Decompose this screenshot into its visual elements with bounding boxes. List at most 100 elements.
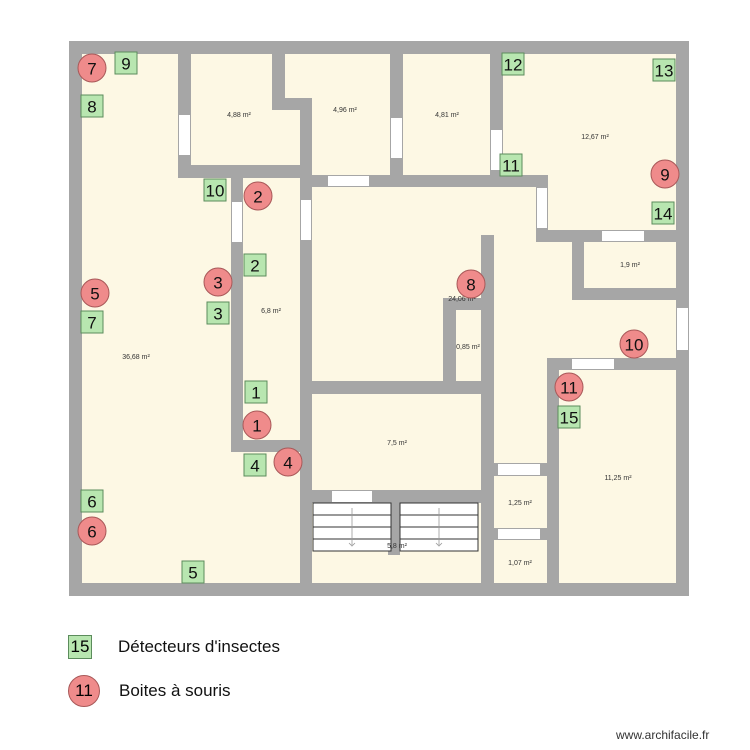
insect-detector-marker[interactable]: 14: [651, 201, 675, 225]
door: [391, 118, 402, 158]
mouse-box-marker[interactable]: 4: [273, 447, 303, 477]
wall: [69, 583, 689, 596]
room-area-label: 36,68 m²: [122, 354, 150, 361]
door: [677, 308, 688, 350]
svg-text:4: 4: [283, 454, 292, 473]
mouse-box-marker[interactable]: 1: [242, 410, 272, 440]
room-area-label: 5,8 m²: [387, 543, 408, 550]
door: [498, 529, 540, 539]
staircase: [399, 502, 479, 552]
legend-mouse-boxes: 11 Boites à souris: [68, 675, 231, 707]
wall: [443, 298, 481, 310]
svg-text:11: 11: [560, 379, 578, 398]
svg-text:7: 7: [87, 314, 96, 333]
room-area-label: 0,85 m²: [456, 344, 480, 351]
wall: [231, 440, 312, 452]
wall: [300, 490, 494, 503]
room-area-label: 11,25 m²: [604, 475, 632, 482]
svg-text:2: 2: [253, 188, 262, 207]
doors: [179, 115, 688, 539]
svg-text:5: 5: [188, 564, 197, 583]
svg-text:6: 6: [87, 493, 96, 512]
room-area-label: 4,81 m²: [435, 112, 459, 119]
wall: [547, 358, 559, 583]
wall: [443, 298, 456, 394]
svg-text:2: 2: [250, 257, 259, 276]
mouse-box-marker[interactable]: 10: [619, 329, 649, 359]
door: [498, 464, 540, 475]
svg-text:12: 12: [504, 56, 523, 75]
door: [232, 202, 242, 242]
door: [332, 491, 372, 502]
svg-text:6: 6: [87, 523, 96, 542]
door: [179, 115, 190, 155]
wall: [300, 98, 312, 186]
wall: [69, 41, 82, 596]
door: [301, 200, 311, 240]
wall: [572, 288, 676, 300]
wall: [272, 54, 285, 108]
room-area-label: 24,06 m²: [448, 296, 476, 303]
svg-text:9: 9: [660, 166, 669, 185]
wall: [69, 41, 689, 54]
mouse-box-marker[interactable]: 8: [456, 269, 486, 299]
insect-detector-marker[interactable]: 10: [203, 178, 227, 202]
door: [328, 176, 369, 186]
svg-text:3: 3: [213, 305, 222, 324]
door: [572, 359, 614, 369]
svg-text:10: 10: [206, 182, 225, 201]
room-area-label: 6,8 m²: [261, 308, 282, 315]
svg-text:8: 8: [466, 276, 475, 295]
detector-legend-label: Détecteurs d'insectes: [118, 637, 280, 656]
svg-text:15: 15: [560, 409, 579, 428]
door: [537, 188, 547, 228]
svg-text:8: 8: [87, 98, 96, 117]
insect-detector-marker[interactable]: 5: [181, 560, 205, 584]
wall: [300, 178, 312, 583]
room-area-label: 7,5 m²: [387, 440, 408, 447]
insect-detector-marker[interactable]: 15: [557, 405, 581, 429]
mousebox-legend-label: Boites à souris: [119, 681, 231, 700]
svg-text:3: 3: [213, 274, 222, 293]
wall: [231, 178, 243, 452]
svg-text:13: 13: [655, 62, 674, 81]
wall: [572, 230, 584, 300]
svg-text:10: 10: [625, 336, 644, 355]
mouse-box-marker[interactable]: 11: [554, 372, 584, 402]
svg-text:1: 1: [251, 384, 260, 403]
mousebox-legend-icon: 11: [68, 675, 100, 707]
door: [491, 130, 502, 170]
insect-detector-marker[interactable]: 9: [114, 51, 138, 75]
svg-text:11: 11: [502, 157, 520, 176]
mouse-box-marker[interactable]: 2: [243, 181, 273, 211]
insect-detector-marker[interactable]: 3: [206, 301, 230, 325]
insect-detector-marker[interactable]: 13: [652, 58, 676, 82]
room-area-label: 1,07 m²: [508, 560, 532, 567]
mouse-box-marker[interactable]: 3: [203, 267, 233, 297]
insect-detector-marker[interactable]: 1: [244, 380, 268, 404]
insect-detector-marker[interactable]: 7: [80, 310, 104, 334]
room-area-label: 4,96 m²: [333, 107, 357, 114]
svg-text:14: 14: [654, 205, 673, 224]
insect-detector-marker[interactable]: 8: [80, 94, 104, 118]
svg-text:9: 9: [121, 55, 130, 74]
watermark[interactable]: www.archifacile.fr: [616, 728, 710, 742]
svg-text:1: 1: [252, 417, 261, 436]
insect-detector-marker[interactable]: 4: [243, 453, 267, 477]
svg-text:7: 7: [87, 60, 96, 79]
insect-detector-marker[interactable]: 11: [499, 153, 523, 177]
mouse-box-marker[interactable]: 6: [77, 516, 107, 546]
mouse-box-marker[interactable]: 9: [650, 159, 680, 189]
stairs: [312, 502, 479, 552]
mouse-box-marker[interactable]: 7: [77, 53, 107, 83]
insect-detector-marker[interactable]: 2: [243, 253, 267, 277]
mouse-box-marker[interactable]: 5: [80, 278, 110, 308]
room-area-label: 1,9 m²: [620, 262, 641, 269]
svg-text:5: 5: [90, 285, 99, 304]
insect-detector-marker[interactable]: 12: [501, 52, 525, 76]
insect-detector-marker[interactable]: 6: [80, 489, 104, 513]
wall: [300, 381, 494, 394]
